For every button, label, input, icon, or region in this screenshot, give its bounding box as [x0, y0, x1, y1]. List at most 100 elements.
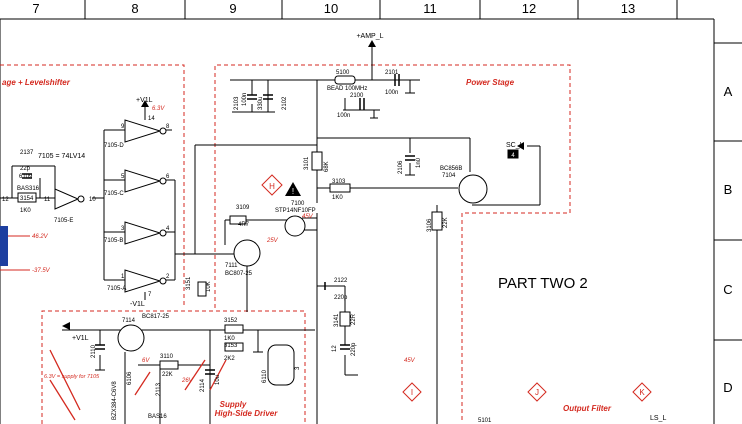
pin-4: 4 — [166, 226, 170, 232]
resistor-3153 — [224, 342, 244, 352]
q7111-type: BC807-25 — [225, 271, 253, 277]
marker-h-diamond — [261, 174, 283, 196]
r3152-value: 1K0 — [224, 336, 235, 342]
marker-i-label: I — [411, 388, 413, 397]
schmitt-gate-7105-e — [54, 188, 80, 210]
input-color-bar — [0, 226, 8, 266]
schmitt-gate-7105-d — [124, 119, 162, 143]
marker-h-label: H — [269, 182, 275, 191]
pin-6: 6 — [166, 174, 170, 180]
voltage-25v: 25V — [266, 238, 279, 244]
c2137-value: 22p — [20, 166, 31, 172]
r3154-ref: 3154 — [20, 196, 34, 202]
c2122-ref: 2122 — [334, 278, 348, 284]
voltage-46v2: 46.2V — [32, 234, 49, 240]
c2100-value: 100n — [337, 113, 350, 119]
schmitt-gate-7105-b — [124, 221, 162, 245]
pin-2: 2 — [166, 274, 170, 280]
section-titles: age + Levelshifter Power Stage Supply Hi… — [2, 78, 612, 418]
levelshifter-boundary — [0, 64, 185, 308]
marker-j-diamond — [527, 382, 547, 402]
column-label-7: 7 — [32, 1, 39, 16]
input-pin-label: 12 — [2, 197, 9, 203]
row-labels: A B C D — [723, 84, 732, 395]
sc-connector-box — [507, 149, 519, 159]
ic-d-label: 7105-D — [104, 143, 124, 149]
supply-title-line2: High-Side Driver — [215, 409, 279, 418]
sc-rail-label: SC_L — [506, 142, 524, 149]
z6106-ref: 6106 — [127, 371, 133, 385]
r3101-value: 68K — [324, 161, 330, 172]
resistor-3152 — [224, 324, 244, 334]
levelshifter-title: age + Levelshifter — [2, 78, 71, 87]
power-stage-boundary — [214, 64, 571, 420]
c2103-value: 100n — [242, 93, 248, 106]
d6110-ref: 6110 — [262, 369, 268, 383]
sc-pin-label: 4 — [511, 153, 515, 159]
marker-k-diamond — [632, 382, 652, 402]
transistor-7104 — [458, 174, 488, 204]
ground-symbols — [95, 92, 415, 376]
r3109-value: 4R7 — [238, 222, 250, 228]
transistor-7114 — [117, 324, 145, 352]
pin-14: 14 — [148, 116, 155, 122]
marker-j-label: J — [535, 388, 539, 397]
c2106-ref: 2106 — [398, 160, 404, 174]
q7100-type: STP14NF10FP — [275, 208, 316, 214]
ic-e-label: 7105-E — [54, 218, 73, 224]
pin-5: 5 — [121, 174, 125, 180]
voltage-annotations: 6.3V 46.2V -37.5V 45V 25V 6V 26V 45V 6.3… — [32, 106, 416, 384]
voltage-45v-output: 45V — [404, 358, 416, 364]
r3101-ref: 3101 — [304, 156, 310, 170]
c2114-value: 10u — [215, 375, 221, 385]
supply-note: 6.3V = supply for 7105 — [44, 374, 100, 380]
row-label-c: C — [723, 282, 732, 297]
r3110-ref: 3110 — [160, 354, 174, 360]
column-label-12: 12 — [522, 1, 536, 16]
mosfet-7100 — [284, 215, 306, 237]
page-title: PART TWO 2 — [498, 275, 588, 292]
r3141-ref: 3141 — [334, 313, 340, 327]
c2101-value: 100n — [385, 90, 398, 96]
v1l-top-label: +V1L — [136, 97, 153, 104]
c2110-ref: 2110 — [91, 344, 97, 358]
c2122-value: 220p — [334, 295, 348, 301]
column-label-11: 11 — [423, 1, 437, 16]
annotation-arrows — [49, 349, 227, 421]
c2102-value: 330u — [258, 97, 264, 110]
resistor-3110 — [159, 360, 179, 370]
c2103-ref: 2103 — [234, 96, 240, 110]
section-boundaries — [0, 64, 571, 424]
l5100-ref: 5100 — [336, 70, 350, 76]
q7111-ref: 7111 — [225, 263, 238, 269]
q7114-ref: 7114 — [122, 318, 136, 324]
bead-5100 — [334, 75, 356, 85]
resistor-3151 — [197, 281, 207, 297]
ls-rail-label: LS_L — [650, 415, 666, 422]
ic-c-label: 7105-C — [104, 191, 124, 197]
ic-name-label: 7105 = 74LV14 — [38, 153, 85, 160]
c2106-value: 1n0 — [416, 157, 422, 168]
c2123-ref: 12 — [332, 345, 338, 352]
schmitt-gate-7105-a — [124, 269, 162, 293]
resistor-3106 — [431, 211, 443, 231]
pin-3: 3 — [121, 226, 125, 232]
r3141-value: 22R — [351, 313, 357, 325]
amp-rail-label: +AMP_L — [356, 33, 383, 40]
zener-type: BZX384-C6V8 — [112, 381, 118, 420]
pin-7: 7 — [148, 292, 152, 298]
resistor-3141 — [339, 311, 351, 327]
q7114-type: BC817-25 — [142, 314, 170, 320]
output-filter-title: Output Filter — [563, 404, 612, 413]
column-label-8: 8 — [131, 1, 138, 16]
row-label-d: D — [723, 380, 732, 395]
r3106-ref: 3106 — [427, 218, 433, 232]
r3106-value: 22K — [443, 217, 449, 228]
c2123-value: 220p — [351, 342, 357, 356]
r3154-value: 1K0 — [20, 208, 31, 214]
marker-i-diamond — [402, 382, 422, 402]
row-label-a: A — [724, 84, 733, 99]
c2101-ref: 2101 — [385, 70, 399, 76]
schmitt-gate-7105-c — [124, 169, 162, 193]
bas316-ref: BAS316 — [17, 186, 40, 192]
